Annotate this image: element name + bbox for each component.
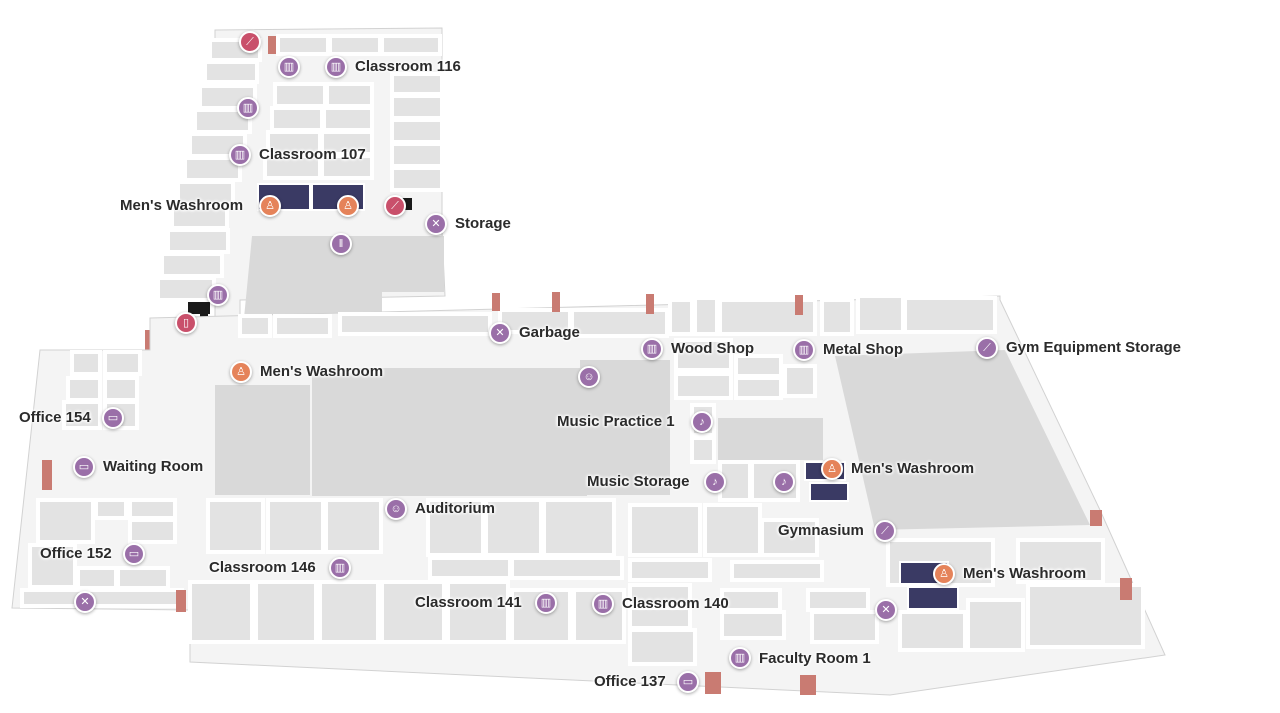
label-wood-shop[interactable]: Wood Shop <box>671 340 755 357</box>
label-mens-washroom-west[interactable]: Men's Washroom <box>260 363 384 380</box>
music-note-icon[interactable]: ♪ <box>704 471 726 493</box>
book-icon[interactable]: ▥ <box>329 557 351 579</box>
book-icon[interactable]: ▥ <box>229 144 251 166</box>
book-icon[interactable]: ▥ <box>793 339 815 361</box>
book-icon[interactable]: ▥ <box>535 592 557 614</box>
book-icon[interactable]: ▥ <box>729 647 751 669</box>
label-gymnasium[interactable]: Gymnasium <box>778 522 864 539</box>
label-faculty-room-1[interactable]: Faculty Room 1 <box>759 650 871 667</box>
label-office-152[interactable]: Office 152 <box>40 545 112 562</box>
tools-icon[interactable]: ✕ <box>489 322 511 344</box>
theatre-masks-icon[interactable]: ☺ <box>578 366 600 388</box>
book-icon[interactable]: ▥ <box>278 56 300 78</box>
book-icon[interactable]: ▥ <box>325 56 347 78</box>
label-garbage[interactable]: Garbage <box>519 324 580 341</box>
person-icon[interactable]: ♙ <box>259 195 281 217</box>
sports-icon[interactable]: ⟋ <box>874 520 896 542</box>
label-music-practice-1[interactable]: Music Practice 1 <box>557 413 675 430</box>
book-icon[interactable]: ▥ <box>207 284 229 306</box>
person-icon[interactable]: ♙ <box>821 458 843 480</box>
fork-knife-icon[interactable]: ǁ <box>330 233 352 255</box>
theatre-masks-icon[interactable]: ☺ <box>385 498 407 520</box>
label-gym-equipment-storage[interactable]: Gym Equipment Storage <box>1006 339 1182 356</box>
book-icon[interactable]: ▥ <box>237 97 259 119</box>
tools-icon[interactable]: ✕ <box>74 591 96 613</box>
label-storage[interactable]: Storage <box>455 215 511 232</box>
elevator-icon[interactable]: ▯ <box>175 312 197 334</box>
main-building <box>11 292 1166 696</box>
label-office-154[interactable]: Office 154 <box>19 409 91 426</box>
label-music-storage[interactable]: Music Storage <box>587 473 690 490</box>
label-mens-washroom-north[interactable]: Men's Washroom <box>120 197 244 214</box>
label-waiting-room[interactable]: Waiting Room <box>103 458 204 475</box>
label-mens-washroom-southeast[interactable]: Men's Washroom <box>963 565 1087 582</box>
book-icon[interactable]: ▥ <box>592 593 614 615</box>
stairs-icon[interactable]: ⟋ <box>239 31 261 53</box>
computer-icon[interactable]: ▭ <box>73 456 95 478</box>
person-icon[interactable]: ♙ <box>933 563 955 585</box>
computer-icon[interactable]: ▭ <box>677 671 699 693</box>
label-classroom-141[interactable]: Classroom 141 <box>415 594 522 611</box>
label-classroom-107[interactable]: Classroom 107 <box>259 146 366 163</box>
label-classroom-146[interactable]: Classroom 146 <box>209 559 316 576</box>
label-classroom-116[interactable]: Classroom 116 <box>355 58 461 75</box>
sports-icon[interactable]: ⟋ <box>976 337 998 359</box>
label-office-137[interactable]: Office 137 <box>594 673 666 690</box>
label-mens-washroom-gym[interactable]: Men's Washroom <box>851 460 975 477</box>
book-icon[interactable]: ▥ <box>641 338 663 360</box>
person-icon[interactable]: ♙ <box>230 361 252 383</box>
stairs-icon[interactable]: ⟋ <box>384 195 406 217</box>
north-wing <box>145 27 446 360</box>
tools-icon[interactable]: ✕ <box>425 213 447 235</box>
person-icon[interactable]: ♙ <box>337 195 359 217</box>
label-metal-shop[interactable]: Metal Shop <box>823 341 904 358</box>
tools-icon[interactable]: ✕ <box>875 599 897 621</box>
music-note-icon[interactable]: ♪ <box>773 471 795 493</box>
label-auditorium[interactable]: Auditorium <box>415 500 495 517</box>
label-classroom-140[interactable]: Classroom 140 <box>622 595 729 612</box>
music-note-icon[interactable]: ♪ <box>691 411 713 433</box>
computer-icon[interactable]: ▭ <box>123 543 145 565</box>
computer-icon[interactable]: ▭ <box>102 407 124 429</box>
